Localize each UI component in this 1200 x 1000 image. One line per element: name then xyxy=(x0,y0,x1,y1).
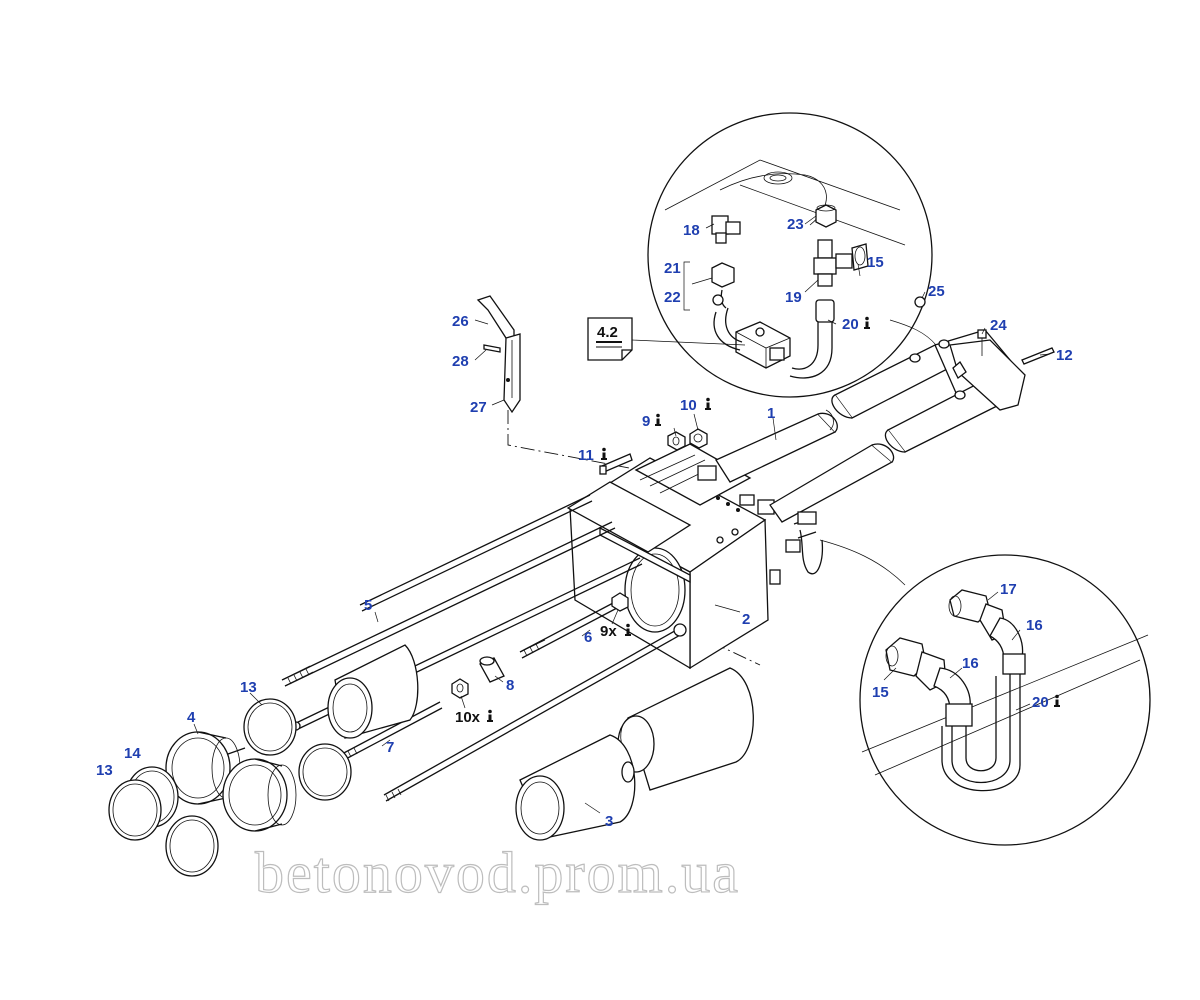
watermark-text: betonovod.prom.ua xyxy=(255,840,740,905)
valve-block xyxy=(735,321,791,369)
label-12: 12 xyxy=(1056,347,1073,364)
label-15-bottom: 15 xyxy=(872,684,889,701)
piston-4-rear xyxy=(222,747,297,832)
hose-fitting-21-22 xyxy=(711,262,735,309)
label-28: 28 xyxy=(452,353,469,370)
label-13-top: 13 xyxy=(240,679,257,696)
info-icon xyxy=(601,447,607,460)
info-icon xyxy=(625,623,631,636)
label-20-top: 20 xyxy=(842,316,859,333)
label-16-lower: 16 xyxy=(962,655,979,672)
leader-detail-top xyxy=(889,319,937,346)
centerline-27 xyxy=(507,410,641,471)
label-7: 7 xyxy=(386,739,394,756)
label-10x: 10x xyxy=(455,709,481,726)
hose-20-bottom xyxy=(941,674,1021,792)
pin-28 xyxy=(483,344,501,353)
reference-box-label: 4.2 xyxy=(597,324,618,341)
label-15-top: 15 xyxy=(867,254,884,271)
part-labels: 1 2 3 4 5 6 7 8 9 10 11 9x 10x 12 13 13 … xyxy=(96,216,1073,830)
cylinder-1-lower xyxy=(769,443,895,523)
seal-ring-bottom xyxy=(165,815,219,877)
leader-lines xyxy=(193,215,1051,814)
cylinder-1-upper xyxy=(715,409,838,483)
frame-housing-2 xyxy=(566,443,781,670)
seal-ring-13-left xyxy=(243,698,297,756)
seal-ring-13-front xyxy=(108,779,162,841)
tie-rod-5b xyxy=(359,494,593,612)
label-23: 23 xyxy=(787,216,804,233)
label-17: 17 xyxy=(1000,581,1017,598)
label-3: 3 xyxy=(605,813,613,830)
label-5: 5 xyxy=(364,597,372,614)
tube-3-lower xyxy=(515,734,636,841)
nut-9x xyxy=(611,592,629,612)
info-icon xyxy=(705,397,711,410)
tube-3-upper xyxy=(617,667,754,791)
end-block xyxy=(914,296,1055,411)
label-6: 6 xyxy=(584,629,592,646)
label-8: 8 xyxy=(506,677,514,694)
nut-9 xyxy=(667,431,686,451)
tie-rod-bottom xyxy=(383,623,687,802)
label-2: 2 xyxy=(742,611,750,628)
info-icon xyxy=(864,316,870,329)
bolt-11 xyxy=(599,453,633,475)
piston-4-front xyxy=(165,731,241,805)
bolt-12 xyxy=(1021,347,1055,365)
label-1: 1 xyxy=(767,405,775,422)
cap-nut-23 xyxy=(815,204,837,228)
label-4: 4 xyxy=(187,709,196,726)
label-19: 19 xyxy=(785,289,802,306)
label-26: 26 xyxy=(452,313,469,330)
info-icon xyxy=(487,709,493,722)
detail-circle-bottom xyxy=(859,554,1151,846)
label-14: 14 xyxy=(124,745,141,762)
info-icon xyxy=(655,413,661,426)
label-21: 21 xyxy=(664,260,681,277)
tie-rod-6 xyxy=(519,601,618,659)
tie-rod-5 xyxy=(281,521,616,687)
label-25: 25 xyxy=(928,283,945,300)
label-18: 18 xyxy=(683,222,700,239)
label-24: 24 xyxy=(990,317,1007,334)
hose-main xyxy=(785,511,824,575)
elbow-fitting-18 xyxy=(711,215,741,244)
detail-circle-top xyxy=(647,112,933,398)
elbow-16-upper xyxy=(989,617,1026,675)
hose-20-top xyxy=(713,299,835,379)
label-11: 11 xyxy=(578,447,594,464)
bracket-26-27-28 xyxy=(476,295,521,414)
label-27: 27 xyxy=(470,399,487,416)
nut-10x xyxy=(451,678,469,699)
seal-ring-mid xyxy=(298,743,352,801)
label-22: 22 xyxy=(664,289,681,306)
label-10: 10 xyxy=(680,397,697,414)
elbow-16-lower xyxy=(933,667,973,727)
spacer-8 xyxy=(479,656,505,683)
sleeve-upper xyxy=(327,644,419,739)
plug-25 xyxy=(914,296,926,308)
tee-fitting-19 xyxy=(813,239,869,287)
label-20-bottom: 20 xyxy=(1032,694,1049,711)
label-9x: 9x xyxy=(600,623,617,640)
label-13-left: 13 xyxy=(96,762,113,779)
nut-10 xyxy=(689,428,708,449)
reference-box: 4.2 xyxy=(587,317,746,361)
info-icon xyxy=(1054,694,1060,707)
label-9: 9 xyxy=(642,413,650,430)
leader-detail-bottom xyxy=(819,539,906,586)
label-16-upper: 16 xyxy=(1026,617,1043,634)
